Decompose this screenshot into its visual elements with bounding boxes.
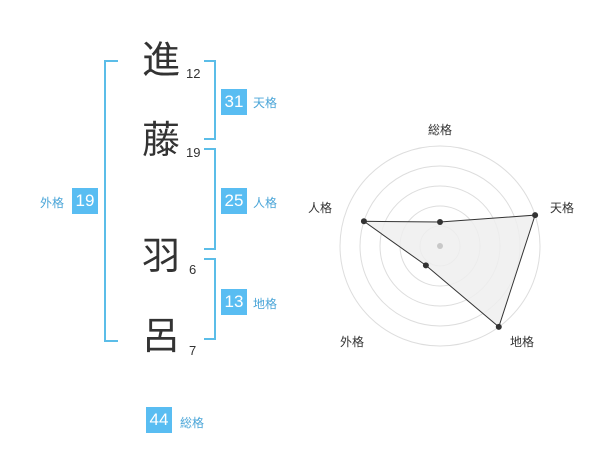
radar-point: [422, 262, 429, 269]
jinkaku-badge: 25: [221, 188, 247, 214]
jinkaku-label: 人格: [253, 196, 278, 210]
stroke-count-1: 12: [186, 66, 201, 81]
soukaku-label: 総格: [180, 416, 205, 430]
name-char-1: 進: [142, 38, 181, 82]
radar-axis-label-soukaku: 総格: [428, 122, 452, 137]
gaikaku-bracket: [104, 60, 118, 342]
radar-axis-label-tenkaku: 天格: [550, 200, 574, 215]
gaikaku-badge: 19: [72, 188, 98, 214]
stroke-count-2: 19: [186, 145, 201, 160]
tenkaku-bracket: [204, 60, 216, 140]
jinkaku-bracket: [204, 148, 216, 250]
radar-point: [437, 219, 443, 225]
radar-axis-label-chikaku: 地格: [510, 334, 534, 349]
name-char-3: 羽: [142, 234, 181, 278]
chikaku-bracket: [204, 258, 216, 340]
stroke-count-4: 7: [189, 343, 197, 358]
name-char-4: 呂: [142, 314, 181, 358]
radar-axis-label-jinkaku: 人格: [308, 200, 332, 215]
name-char-2: 藤: [142, 118, 181, 162]
radar-ring: [339, 145, 541, 347]
chikaku-badge: 13: [221, 289, 247, 315]
gaikaku-label: 外格: [40, 196, 65, 210]
radar-polygon: [362, 214, 536, 328]
stroke-count-3: 6: [189, 262, 197, 277]
radar-center-dot: [437, 243, 443, 249]
radar-points: [360, 212, 539, 330]
tenkaku-badge: 31: [221, 89, 247, 115]
chikaku-label: 地格: [253, 297, 278, 311]
radar-point: [495, 323, 502, 330]
radar-point: [360, 218, 367, 225]
tenkaku-label: 天格: [253, 96, 278, 110]
radar-axis-label-gaikaku: 外格: [340, 334, 364, 349]
radar-point: [532, 212, 539, 219]
radar-chart: 総格 天格 地格 外格 人格: [308, 122, 574, 349]
soukaku-badge: 44: [146, 407, 172, 433]
